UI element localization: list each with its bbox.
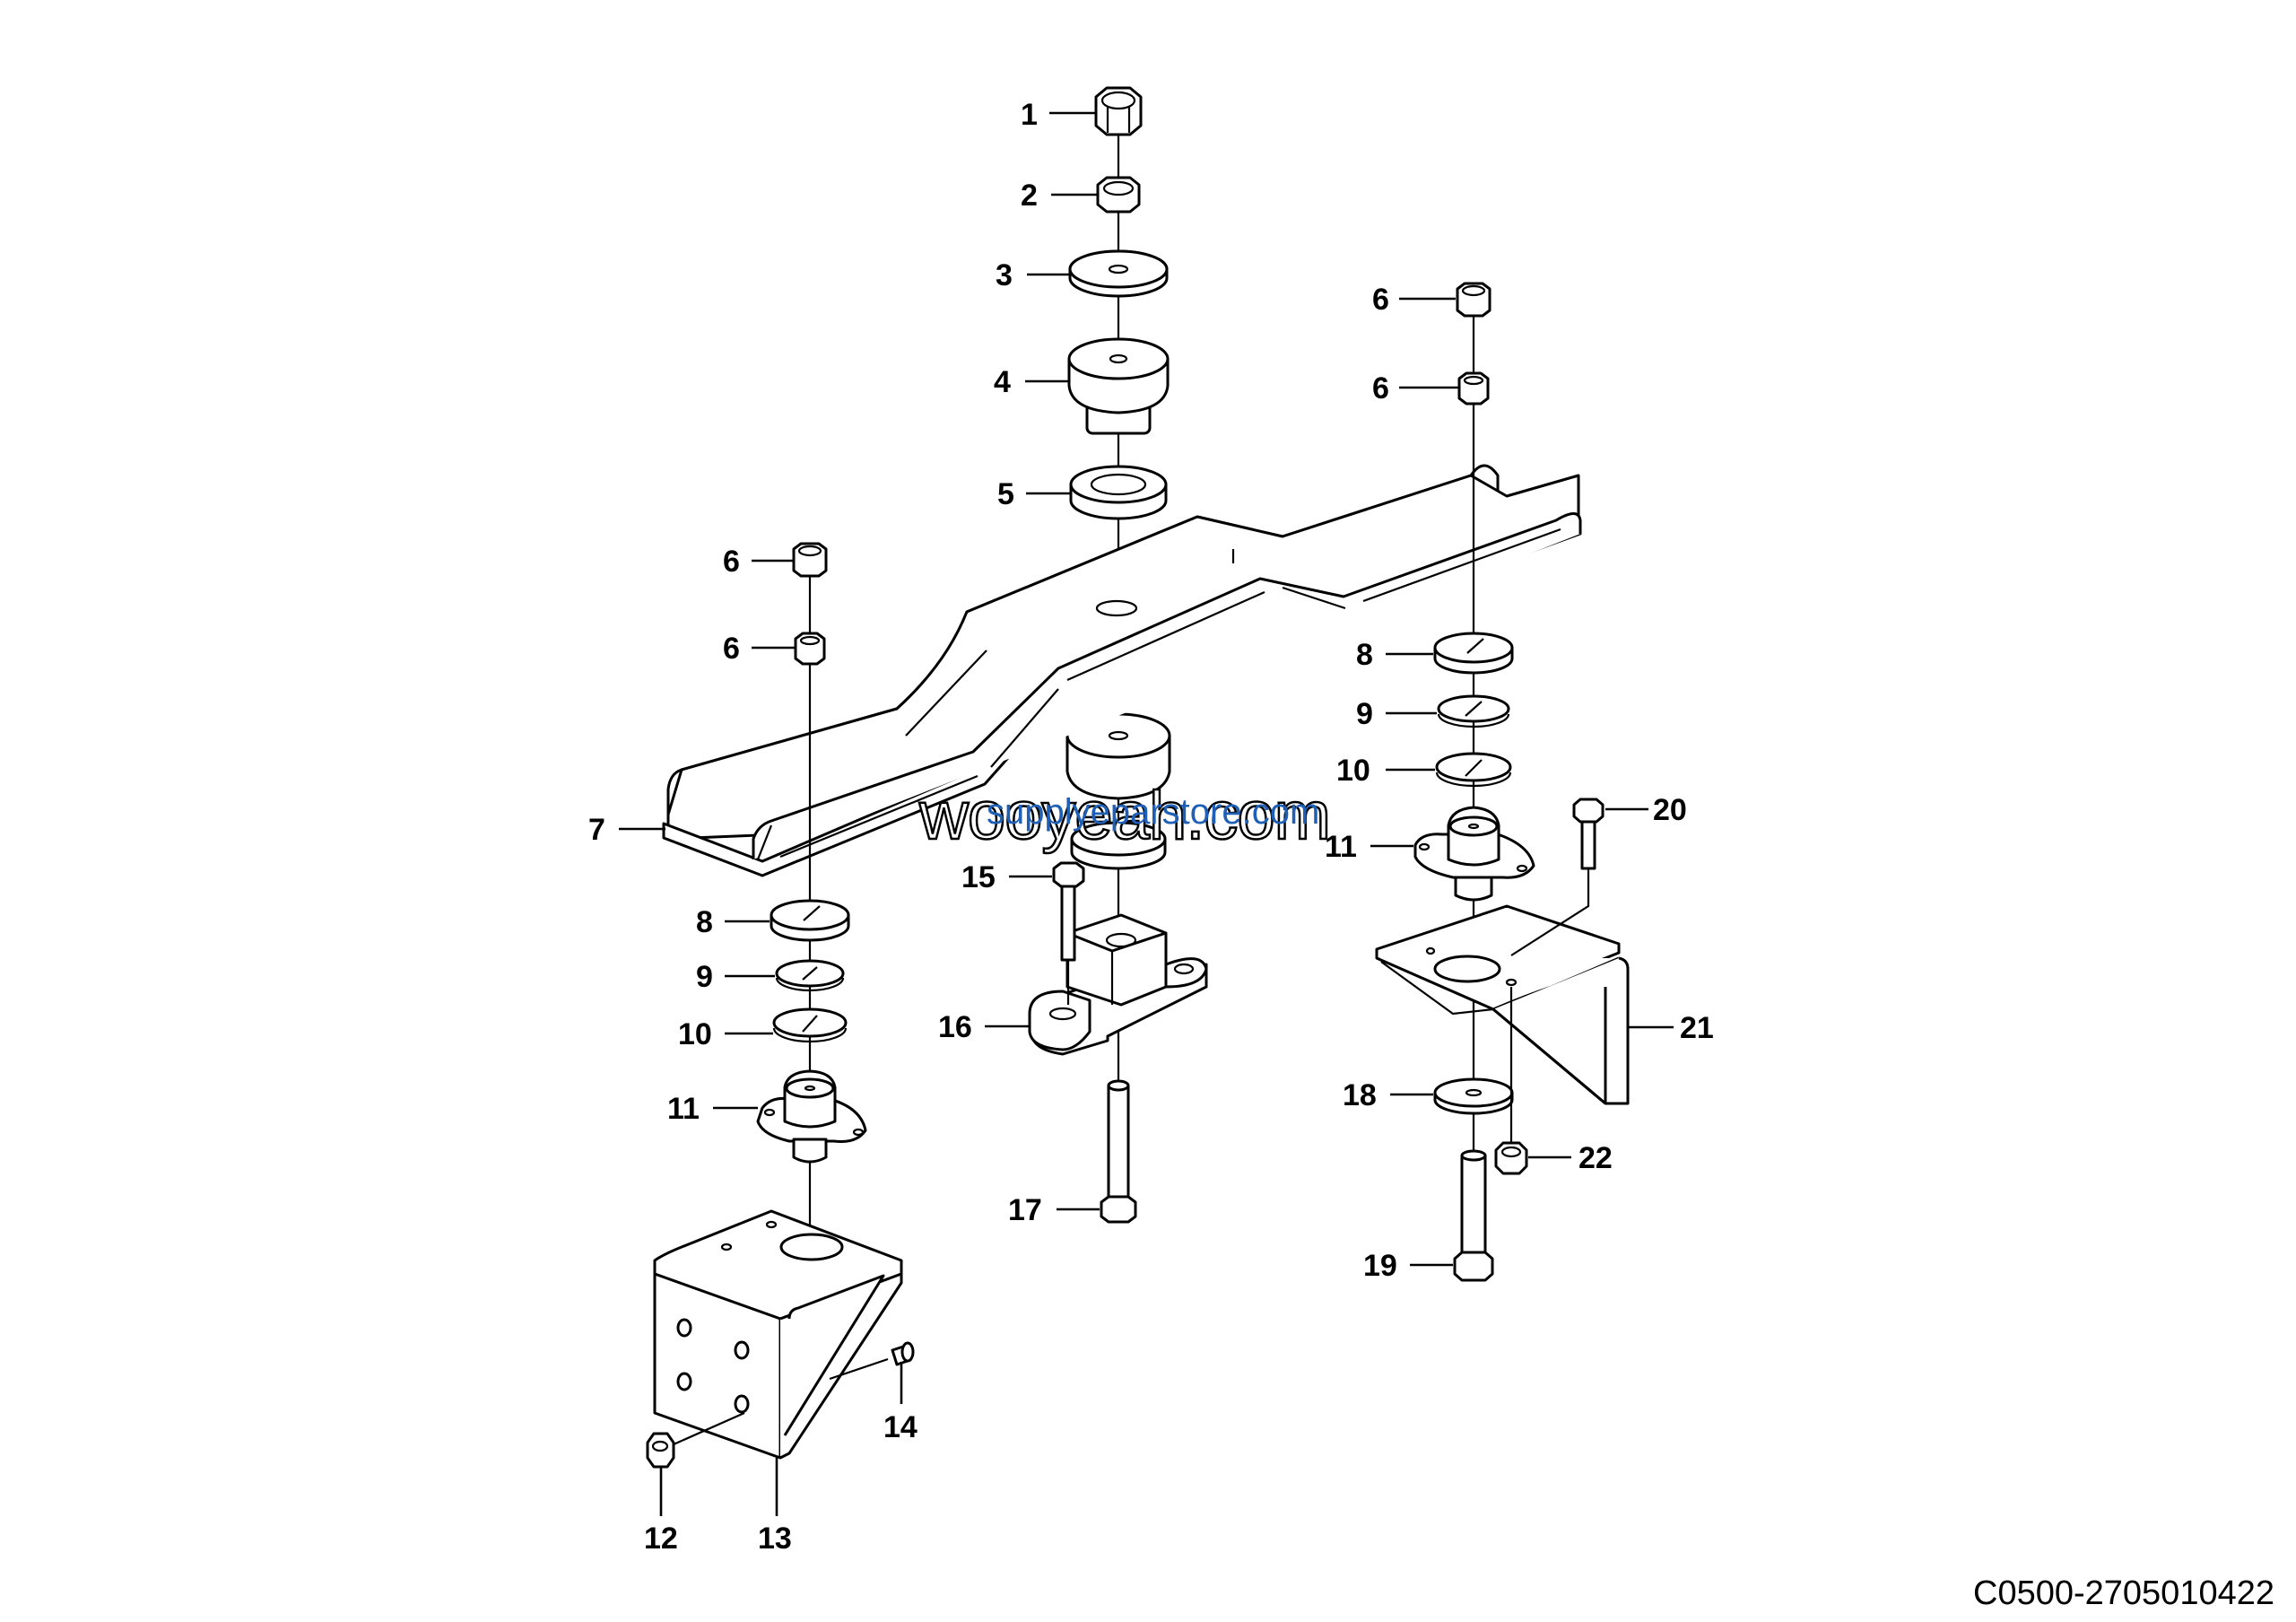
callout-10-right: 10: [1336, 754, 1370, 788]
callout-15: 15: [961, 860, 996, 894]
part-6-nut-right-upper: [1456, 282, 1492, 318]
part-3-washer: [1068, 249, 1169, 298]
watermark-sub: supplyeparstore.com: [987, 792, 1319, 832]
part-5-ring: [1069, 465, 1168, 520]
callout-3: 3: [996, 258, 1013, 292]
part-1-nut: [1094, 86, 1143, 136]
callout-2: 2: [1021, 179, 1038, 213]
part-19-long-bolt: [1453, 1149, 1494, 1282]
callout-20: 20: [1653, 793, 1687, 827]
left-stack: [646, 542, 915, 1469]
callout-9-right: 9: [1356, 697, 1373, 731]
part-15-bolt: [1052, 861, 1085, 1005]
part-2-nut: [1096, 176, 1141, 214]
callout-6-left-upper: 6: [723, 545, 740, 579]
callout-12: 12: [644, 1522, 678, 1556]
drawing-code: C0500-2705010422: [1973, 1574, 2274, 1612]
part-6-nut-left-lower: [794, 632, 826, 666]
callout-labels: 1 2 3 4 5 6 6 6 6 7 8 9 10 11 8 9 10 11 …: [588, 98, 1714, 1556]
part-7-frame: [662, 464, 1582, 877]
callout-10-left: 10: [678, 1017, 712, 1051]
leader-lines: [619, 111, 1674, 1516]
right-stack: [1375, 282, 1630, 1282]
callout-7: 7: [588, 813, 605, 847]
watermark: wooyeah.com supplyeparstore.com: [918, 777, 1332, 856]
part-21-bracket-right: [1375, 904, 1630, 1105]
part-13-bracket-left: [653, 1209, 903, 1460]
part-17-long-bolt: [1100, 1079, 1137, 1224]
part-18-washer: [1433, 1077, 1514, 1115]
part-14-bolt: [829, 1341, 915, 1381]
watermark-main: wooyeah.com: [918, 778, 1330, 854]
callout-6-left-lower: 6: [723, 632, 740, 666]
callout-11-left: 11: [667, 1092, 700, 1126]
callout-9-left: 9: [696, 960, 713, 994]
part-9-spring-washer-left: [775, 959, 845, 992]
callout-21: 21: [1680, 1011, 1714, 1045]
callout-18: 18: [1343, 1078, 1377, 1112]
part-11-rubber-mount-left: [756, 1069, 867, 1164]
part-8-slotted-washer-right: [1433, 632, 1514, 675]
part-10-spring-washer-right: [1435, 752, 1512, 788]
part-22-nut: [1494, 987, 1528, 1175]
callout-8-left: 8: [696, 905, 713, 939]
part-16-mount-block: [1028, 913, 1208, 1056]
part-8-slotted-washer-left: [770, 899, 850, 942]
callout-14: 14: [883, 1410, 918, 1444]
part-4-bushing: [1067, 337, 1170, 435]
part-20-bolt: [1510, 798, 1605, 956]
callout-11-right: 11: [1325, 830, 1357, 864]
center-stack: [1028, 86, 1208, 1224]
part-6-nut-right-lower: [1457, 371, 1490, 406]
callout-6-right-lower: 6: [1372, 371, 1389, 406]
callout-16: 16: [938, 1010, 972, 1044]
callout-1: 1: [1021, 98, 1038, 132]
part-6-nut-left-upper: [792, 542, 828, 578]
part-12-nut: [646, 1411, 745, 1469]
part-10-spring-washer-left: [772, 1007, 848, 1043]
part-9-spring-washer-right: [1437, 694, 1510, 728]
callout-8-right: 8: [1356, 638, 1373, 672]
callout-6-right-upper: 6: [1372, 283, 1389, 317]
callout-4: 4: [994, 365, 1011, 399]
callout-22: 22: [1578, 1141, 1613, 1175]
callout-13: 13: [758, 1522, 792, 1556]
part-11-rubber-mount-right: [1413, 806, 1535, 902]
callout-17: 17: [1008, 1193, 1042, 1227]
callout-5: 5: [997, 477, 1014, 511]
callout-19: 19: [1363, 1249, 1397, 1283]
